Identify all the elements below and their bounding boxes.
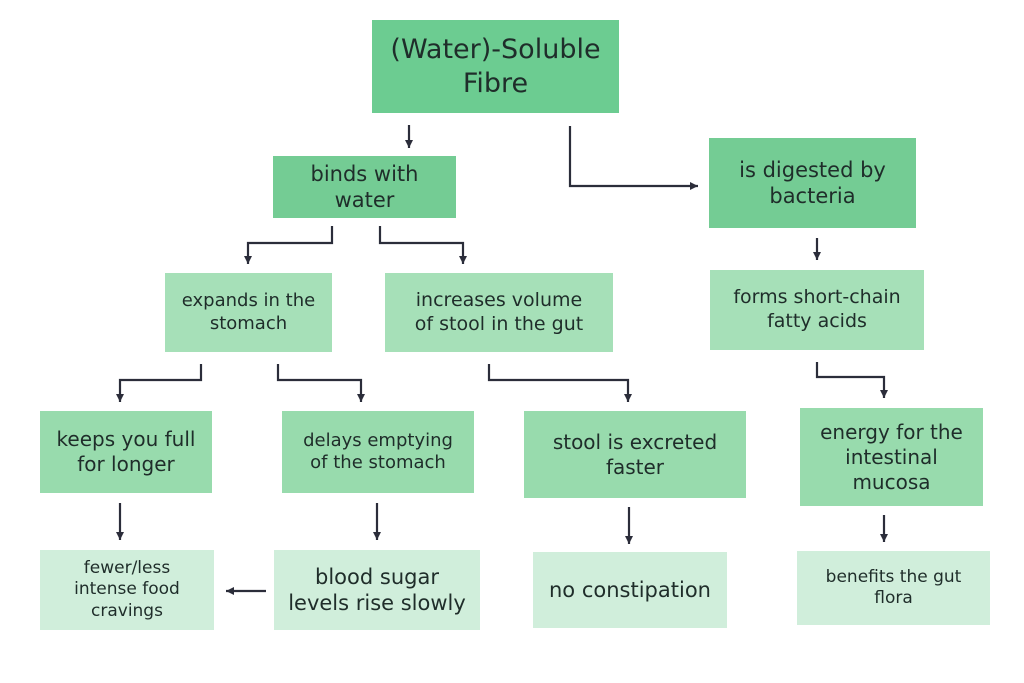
node-delays-emptying: delays emptying of the stomach: [282, 411, 474, 493]
node-binds-with-water: binds with water: [273, 156, 456, 218]
arrow-root-to-digested: [568, 126, 698, 190]
node-blood-sugar-rises-slowly: blood sugar levels rise slowly: [274, 550, 480, 630]
node-fewer-food-cravings: fewer/less intense food cravings: [40, 550, 214, 630]
arrow-expands-to-full: [116, 364, 203, 402]
node-energy-intestinal-mucosa: energy for the intestinal mucosa: [800, 408, 983, 506]
arrow-scfa-to-energy: [815, 362, 888, 398]
arrow-expands-to-delays: [276, 364, 365, 402]
node-benefits-gut-flora: benefits the gut flora: [797, 551, 990, 625]
node-digested-by-bacteria: is digested by bacteria: [709, 138, 916, 228]
node-short-chain-fatty-acids: forms short-chain fatty acids: [710, 270, 924, 350]
node-stool-excreted-faster: stool is excreted faster: [524, 411, 746, 498]
arrow-binds-to-expands: [244, 226, 334, 264]
node-increases-stool-volume: increases volume of stool in the gut: [385, 273, 613, 352]
node-no-constipation: no constipation: [533, 552, 727, 628]
arrow-volume-to-excreted: [487, 364, 632, 402]
node-water-soluble-fibre: (Water)-Soluble Fibre: [372, 20, 619, 113]
node-keeps-you-full: keeps you full for longer: [40, 411, 212, 493]
node-expands-in-stomach: expands in the stomach: [165, 273, 332, 352]
arrow-binds-to-volume: [378, 226, 467, 264]
